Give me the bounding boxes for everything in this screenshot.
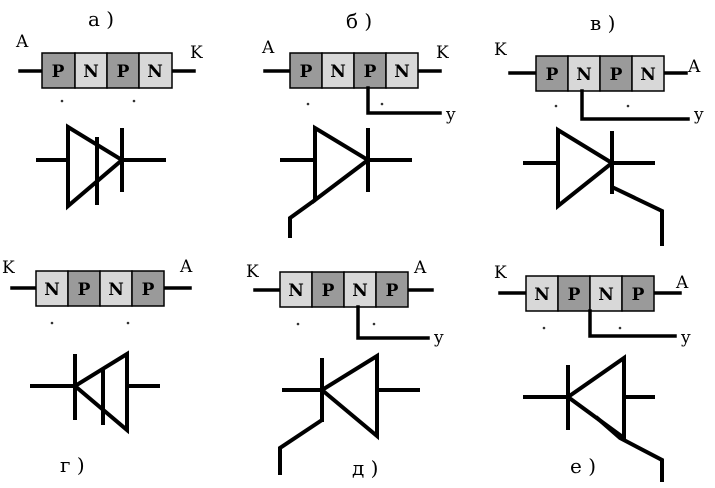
caption-e: е ) xyxy=(570,454,596,478)
layer-d-1 xyxy=(279,271,313,308)
layer-g-1-label: N xyxy=(44,280,60,300)
layer-b-2-label: N xyxy=(330,62,346,82)
layer-g-4 xyxy=(131,270,165,307)
terminal-left-d: K xyxy=(246,262,259,282)
layer-e-4 xyxy=(621,275,655,312)
caption-b: б ) xyxy=(346,9,372,33)
layer-d-2-label: P xyxy=(322,281,335,301)
gate-label-e: y xyxy=(680,328,691,348)
terminal-right-d: A xyxy=(413,258,427,278)
layer-a-4 xyxy=(138,52,173,89)
layer-v-4-label: N xyxy=(640,65,656,85)
layer-v-4 xyxy=(631,55,665,92)
layer-e-3-label: N xyxy=(598,285,614,305)
terminal-right-e: A xyxy=(675,273,689,293)
gate-lead-b xyxy=(366,86,442,115)
layer-d-4-label: P xyxy=(386,281,399,301)
gate-label-v: y xyxy=(693,105,704,125)
terminal-left-g: K xyxy=(2,258,15,278)
layer-g-2 xyxy=(67,270,101,307)
layer-e-2-label: P xyxy=(568,285,581,305)
gate-lead-e xyxy=(588,309,677,338)
panel-b: б ) A K P N P N y xyxy=(261,9,456,238)
thyristor-symbol-d xyxy=(278,352,420,475)
thyristor-symbol-v xyxy=(523,126,664,246)
layer-d-3 xyxy=(343,271,377,308)
terminal-right-b: K xyxy=(436,43,449,63)
layer-a-1-label: P xyxy=(52,62,65,82)
panel-e: е ) K A N P N P y xyxy=(494,263,691,482)
caption-v: в ) xyxy=(590,11,615,35)
layer-b-2 xyxy=(321,52,355,89)
dinistor-symbol-g xyxy=(30,350,160,435)
caption-d: д ) xyxy=(352,456,378,480)
terminal-left-e: K xyxy=(494,263,507,283)
gate-label-d: y xyxy=(433,328,444,348)
layer-a-4-label: N xyxy=(147,62,163,82)
dinistor-symbol-a xyxy=(36,123,166,211)
layer-v-2-label: N xyxy=(576,65,592,85)
layer-e-4-label: P xyxy=(632,285,645,305)
layer-d-4 xyxy=(375,271,409,308)
layer-a-3 xyxy=(106,52,140,89)
layer-d-3-label: N xyxy=(352,281,368,301)
layer-e-2 xyxy=(557,275,591,312)
layer-g-2-label: P xyxy=(78,280,91,300)
layer-b-1-label: P xyxy=(300,62,313,82)
terminal-left-b: A xyxy=(261,38,275,58)
thyristor-symbol-e xyxy=(523,354,664,482)
panel-g: г ) K A N P N P xyxy=(2,257,193,477)
terminal-left-v: K xyxy=(494,40,507,60)
thyristor-symbol-b xyxy=(280,124,412,238)
layer-a-3-label: P xyxy=(117,62,130,82)
layer-e-3 xyxy=(589,275,623,312)
layer-d-1-label: N xyxy=(288,281,304,301)
layer-b-3 xyxy=(353,52,387,89)
caption-g: г ) xyxy=(60,453,85,477)
layer-v-1-label: P xyxy=(546,65,559,85)
layer-e-1-label: N xyxy=(534,285,550,305)
layer-g-4-label: P xyxy=(142,280,155,300)
panel-v: в ) K A P N P N y xyxy=(494,11,704,246)
layer-b-4-label: N xyxy=(394,62,410,82)
layer-g-3-label: N xyxy=(108,280,124,300)
gate-lead-d xyxy=(356,305,430,340)
layer-b-3-label: P xyxy=(364,62,377,82)
caption-a: а ) xyxy=(88,7,114,31)
terminal-right-g: A xyxy=(179,257,193,277)
layer-v-3 xyxy=(599,55,633,92)
panel-a: а ) A K P N P N xyxy=(15,7,203,211)
layer-a-2-label: N xyxy=(83,62,99,82)
panel-d: д ) K A N P N P y xyxy=(246,258,444,480)
gate-lead-v xyxy=(580,89,690,121)
terminal-right-a: K xyxy=(190,43,203,63)
terminal-left-a: A xyxy=(15,32,29,52)
layer-b-4 xyxy=(385,52,419,89)
gate-label-b: y xyxy=(445,105,456,125)
layer-v-3-label: P xyxy=(610,65,623,85)
layer-g-3 xyxy=(99,270,133,307)
terminal-right-v: A xyxy=(687,57,701,77)
layer-b-1 xyxy=(289,52,323,89)
